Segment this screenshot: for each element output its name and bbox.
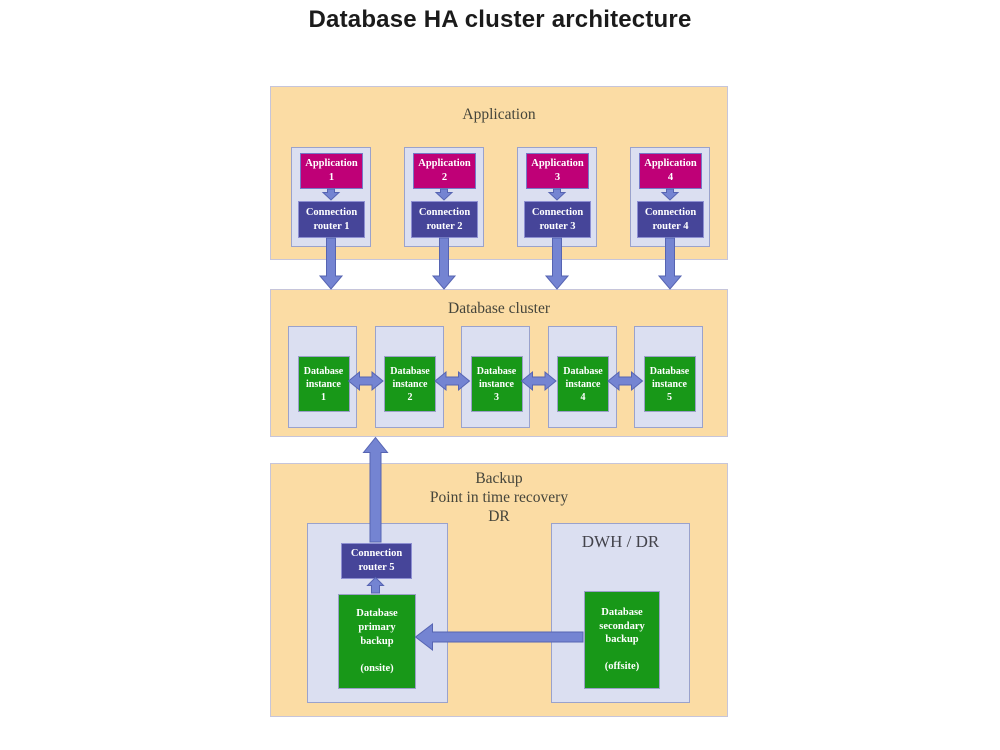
connection-router-2-node: Connection router 2: [411, 201, 478, 238]
database-secondary-backup-node: Database secondary backup (offsite): [584, 591, 660, 689]
application-1-node: Application 1: [300, 153, 363, 189]
database-primary-backup-node: Database primary backup (onsite): [338, 594, 416, 689]
backup-primary-container: Connection router 5 Database primary bac…: [307, 523, 448, 703]
application-2-node: Application 2: [413, 153, 476, 189]
database-instance-unit-5: Database instance 5: [634, 326, 703, 428]
database-instance-3-node: Database instance 3: [470, 356, 523, 412]
database-instance-unit-3: Database instance 3: [461, 326, 530, 428]
database-instance-5-node: Database instance 5: [643, 356, 696, 412]
backup-zone-label: Backup Point in time recovery DR: [429, 470, 569, 525]
application-3-node: Application 3: [526, 153, 589, 189]
connection-router-4-node: Connection router 4: [637, 201, 704, 238]
database-instance-4-node: Database instance 4: [557, 356, 609, 412]
application-unit-4: Application 4 Connection router 4: [630, 147, 710, 247]
database-instance-unit-2: Database instance 2: [374, 326, 444, 428]
database-instance-unit-1: Database instance 1: [288, 326, 357, 428]
application-4-node: Application 4: [639, 153, 702, 189]
application-unit-1: Application 1 Connection router 1: [291, 147, 371, 247]
database-instance-unit-4: Database instance 4: [547, 326, 617, 428]
connection-router-1-node: Connection router 1: [298, 201, 365, 238]
database-cluster-zone-label: Database cluster: [448, 300, 550, 317]
application-zone-label: Application: [462, 106, 536, 123]
diagram-title: Database HA cluster architecture: [308, 6, 692, 33]
dwh-dr-label: DWH / DR: [581, 532, 660, 551]
application-unit-3: Application 3 Connection router 3: [517, 147, 597, 247]
application-unit-2: Application 2 Connection router 2: [404, 147, 484, 247]
database-instance-1-node: Database instance 1: [297, 356, 350, 412]
dwh-dr-container: DWH / DR Database secondary backup (offs…: [551, 523, 690, 703]
database-instance-2-node: Database instance 2: [384, 356, 436, 412]
connection-router-3-node: Connection router 3: [524, 201, 591, 238]
connection-router-5-node: Connection router 5: [341, 543, 412, 579]
